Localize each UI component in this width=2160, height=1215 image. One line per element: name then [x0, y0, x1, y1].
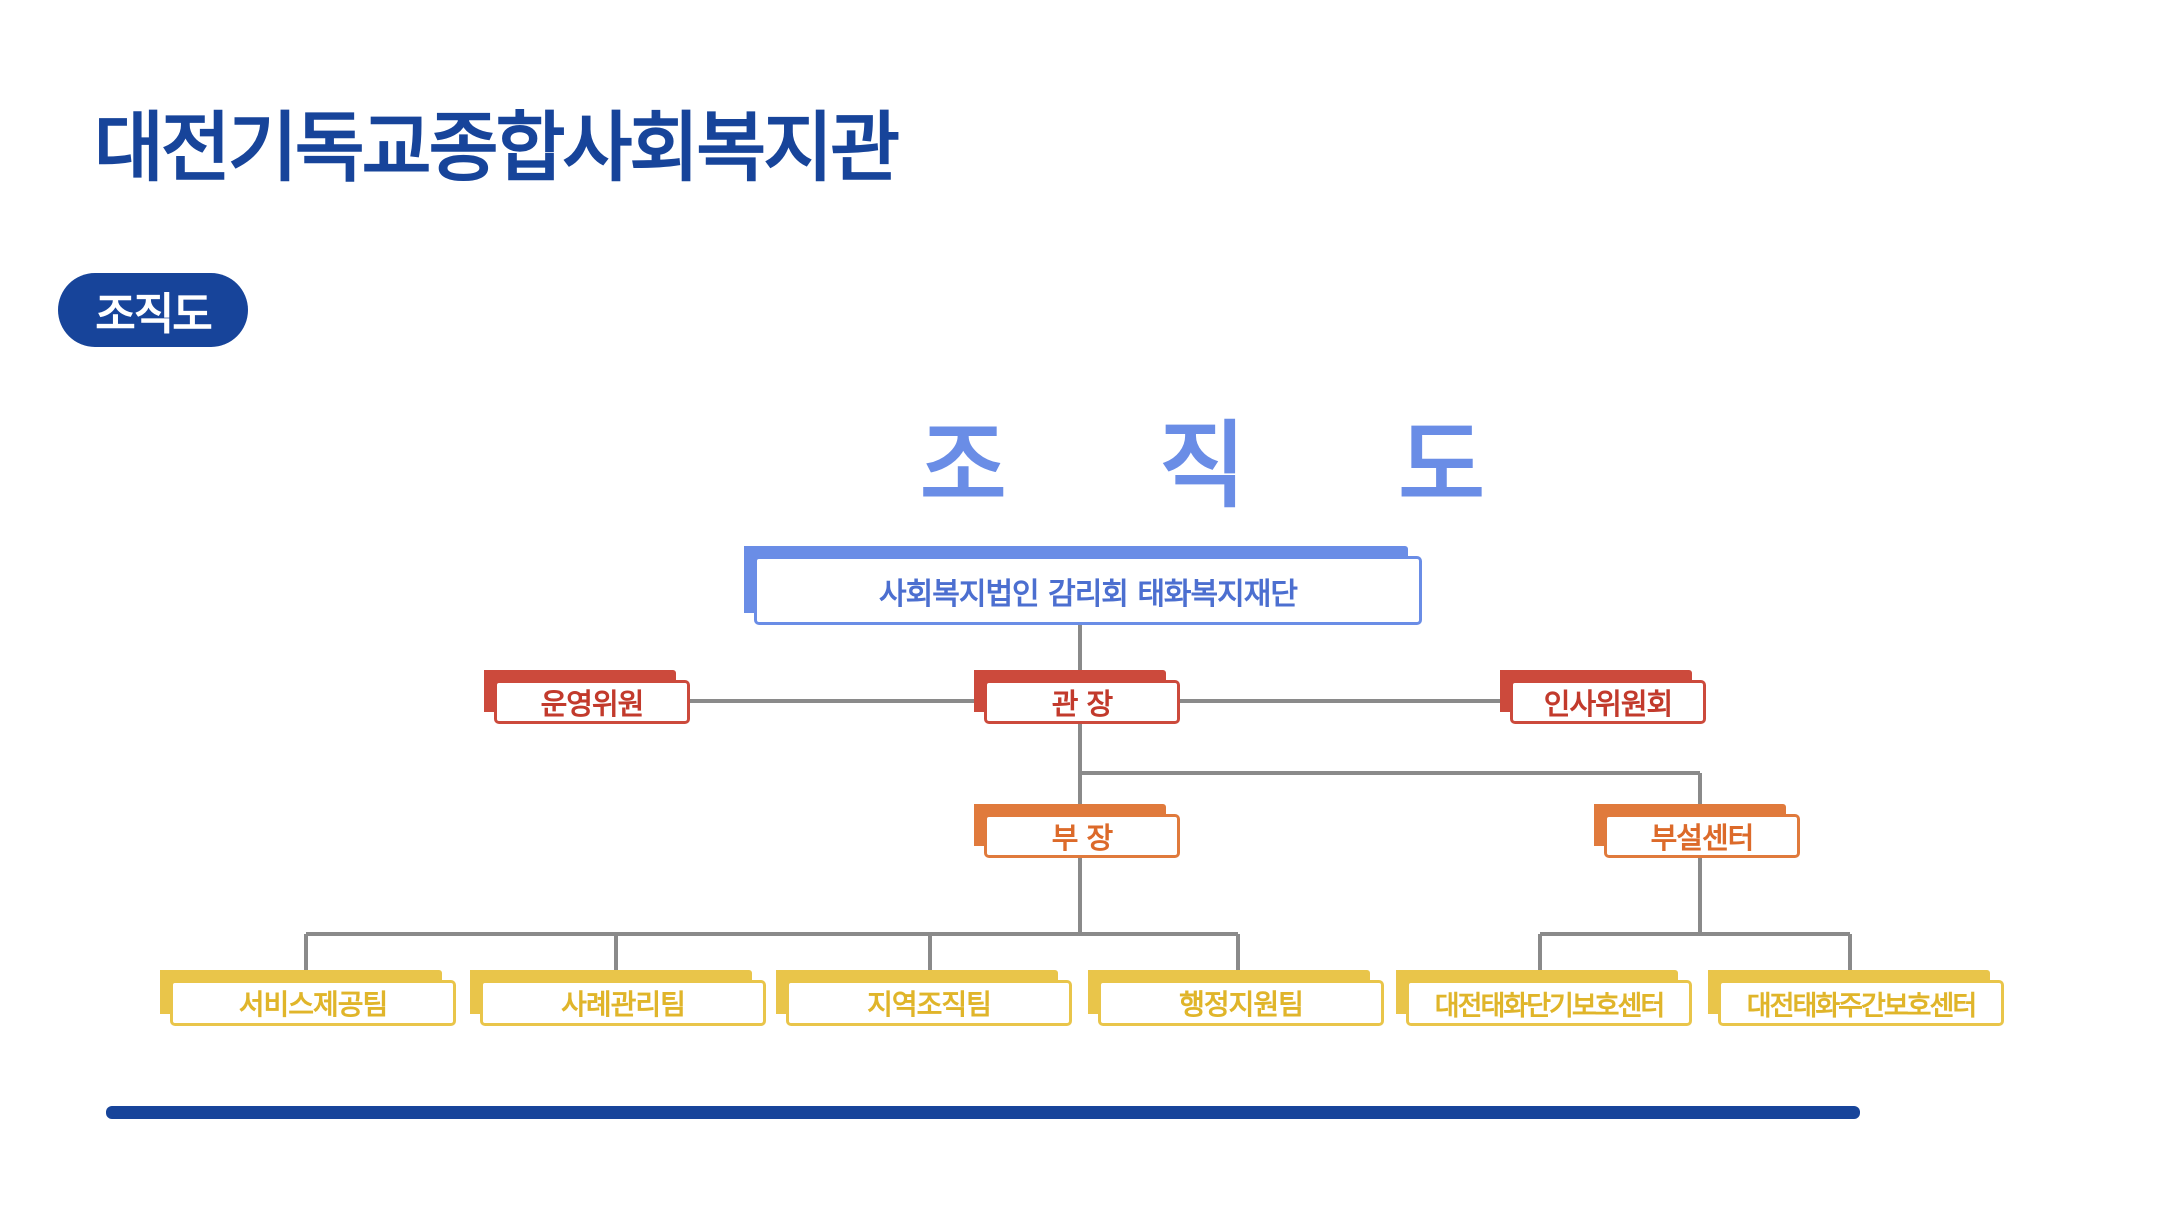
node-left-committee: 운영위원: [484, 670, 690, 724]
node-label: 사회복지법인 감리회 태화복지재단: [754, 556, 1422, 625]
node-label: 대전태화단기보호센터: [1406, 980, 1692, 1026]
node-affiliated-centers: 부설센터: [1594, 804, 1800, 858]
node-tab-side: [974, 670, 986, 712]
section-badge: 조직도: [58, 273, 248, 347]
node-label: 인사위원회: [1510, 680, 1706, 724]
node-team-community: 지역조직팀: [776, 970, 1072, 1026]
node-tab-side: [974, 804, 986, 846]
node-tab-side: [1500, 670, 1512, 712]
node-label: 사례관리팀: [480, 980, 766, 1026]
node-tab-side: [1594, 804, 1606, 846]
node-root-foundation: 사회복지법인 감리회 태화복지재단: [744, 546, 1422, 625]
node-right-committee: 인사위원회: [1500, 670, 1706, 724]
node-label: 부설센터: [1604, 814, 1800, 858]
node-center-short-term: 대전태화단기보호센터: [1396, 970, 1692, 1026]
node-label: 대전태화주간보호센터: [1718, 980, 2004, 1026]
node-center-day-care: 대전태화주간보호센터: [1708, 970, 2004, 1026]
node-tab-side: [1088, 970, 1100, 1014]
node-tab-side: [484, 670, 496, 712]
node-tab-side: [744, 546, 756, 613]
node-label: 운영위원: [494, 680, 690, 724]
node-label: 지역조직팀: [786, 980, 1072, 1026]
node-tab-side: [470, 970, 482, 1014]
node-team-admin: 행정지원팀: [1088, 970, 1384, 1026]
node-tab-side: [1708, 970, 1720, 1014]
node-director: 관 장: [974, 670, 1180, 724]
node-tab-side: [1396, 970, 1408, 1014]
node-deputy: 부 장: [974, 804, 1180, 858]
node-label: 관 장: [984, 680, 1180, 724]
node-tab-side: [776, 970, 788, 1014]
node-label: 서비스제공팀: [170, 980, 456, 1026]
node-label: 부 장: [984, 814, 1180, 858]
node-tab-side: [160, 970, 172, 1014]
node-team-service: 서비스제공팀: [160, 970, 456, 1026]
bottom-divider: [106, 1106, 1860, 1119]
node-label: 행정지원팀: [1098, 980, 1384, 1026]
page-title: 대전기독교종합사회복지관: [94, 103, 900, 192]
node-team-case-management: 사례관리팀: [470, 970, 766, 1026]
